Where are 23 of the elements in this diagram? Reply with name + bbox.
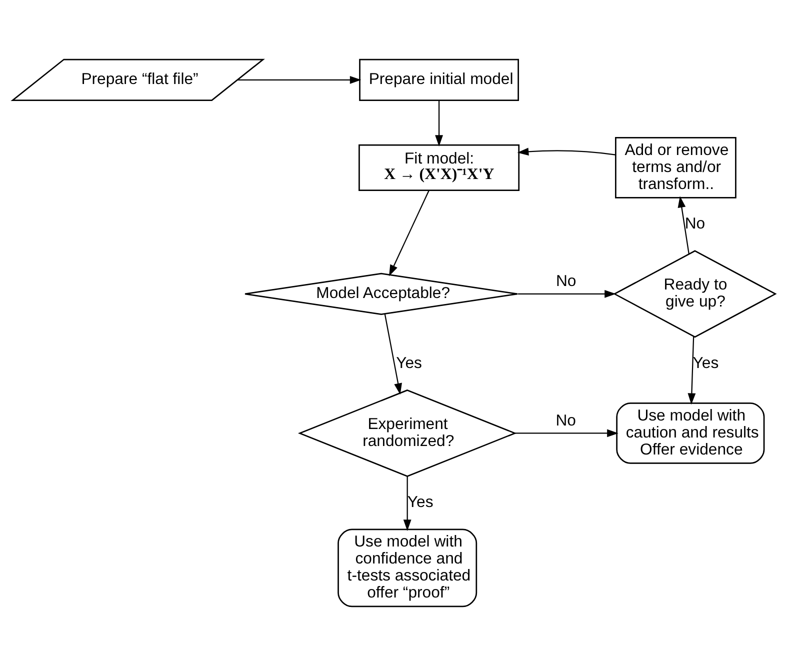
node-box: Fit model: X → (X'X)⁻¹X'Y	[358, 144, 520, 190]
edge-label: No	[684, 214, 706, 232]
node-diamond: Model Acceptable?	[244, 272, 518, 314]
edge-label: No	[556, 272, 576, 290]
arrow	[238, 75, 362, 84]
edge-label: Yes	[692, 354, 719, 372]
arrow	[517, 147, 616, 156]
node-diamond: Experiment randomized?	[298, 388, 517, 476]
arrow	[389, 190, 430, 276]
arrow	[515, 428, 618, 437]
arrow	[384, 314, 402, 394]
arrow	[688, 336, 696, 404]
node-box: Add or remove terms and/or transform..	[615, 136, 736, 198]
node-diamond: Ready to give up?	[613, 250, 777, 338]
arrow	[518, 289, 616, 298]
edge-label: Yes	[396, 354, 422, 372]
arrow	[403, 476, 412, 530]
node-box: Prepare initial model	[359, 58, 519, 100]
edge-label: No	[556, 412, 576, 430]
node-box: Use model with confidence and t-tests associated offer “proof”	[338, 528, 478, 607]
arrow	[435, 100, 443, 146]
node-box: Use model with caution and results Offer evidence	[616, 402, 765, 464]
arrow	[678, 196, 690, 254]
